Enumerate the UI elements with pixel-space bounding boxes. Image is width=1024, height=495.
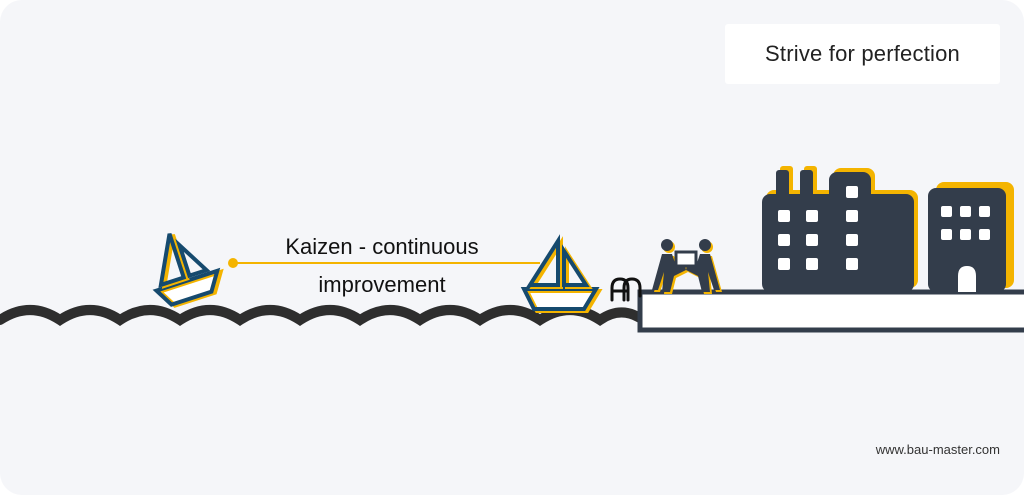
connector-dot — [228, 258, 238, 268]
sailboat-icon — [520, 234, 603, 313]
header-title-box: Strive for perfection — [725, 24, 1000, 84]
office-building-icon — [928, 182, 1014, 292]
workers-carrying-box-icon — [652, 239, 722, 294]
factory-icon — [762, 166, 918, 292]
kaizen-label: Kaizen - continuous improvement — [285, 234, 479, 297]
waves — [0, 305, 645, 327]
pier — [637, 289, 1024, 333]
ladder-icon — [610, 277, 642, 302]
sailboat-icon — [152, 233, 224, 308]
header-title: Strive for perfection — [765, 41, 960, 66]
footer-url: www.bau-master.com — [875, 442, 1000, 457]
